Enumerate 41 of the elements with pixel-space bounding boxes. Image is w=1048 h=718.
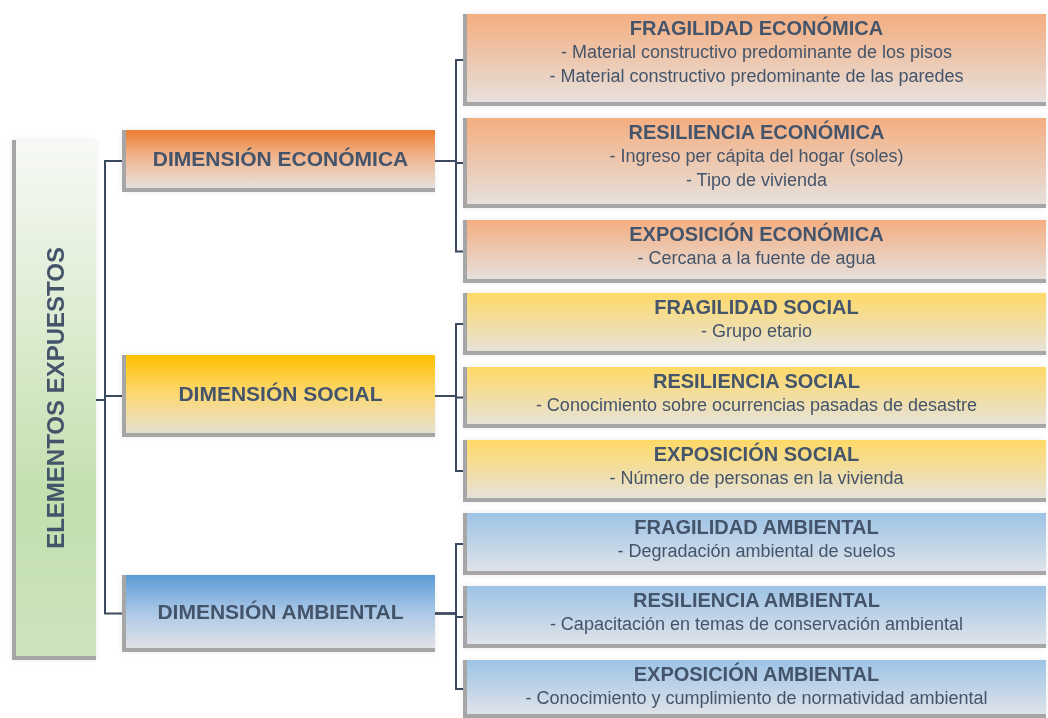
connector-line [434,395,464,472]
indicator-heading: EXPOSICIÓN SOCIAL [653,442,860,466]
indicator-heading: RESILIENCIA SOCIAL [652,369,861,393]
dimension-heading: DIMENSIÓN AMBIENTAL [157,598,404,625]
indicator-heading: RESILIENCIA AMBIENTAL [633,588,880,612]
indicator-item: - Capacitación en temas de conservación ambiental [549,613,964,636]
indicator-item: - Conocimiento y cumplimiento de normatividad ambiental [525,687,988,710]
indicator-item: - Ingreso per cápita del hogar (soles) [609,145,904,168]
indicator-box [463,293,1046,355]
indicator-box [463,660,1046,718]
indicator-item: - Grupo etario [700,320,813,343]
indicator-heading: FRAGILIDAD AMBIENTAL [634,515,879,539]
dimension-heading: DIMENSIÓN SOCIAL [178,381,383,408]
indicator-box [463,440,1046,502]
dimension-box [122,575,435,652]
indicator-item: - Degradación ambiental de suelos [617,540,896,563]
indicator-heading: FRAGILIDAD SOCIAL [654,295,859,319]
indicator-heading: EXPOSICIÓN ECONÓMICA [629,222,884,246]
indicator-item: - Cercana a la fuente de agua [637,247,876,270]
indicator-item: - Número de personas en la vivienda [609,467,904,490]
vertical-heading: ELEMENTOS EXPUESTOS [41,247,70,549]
indicator-item: - Material constructivo predominante de las paredes [549,65,964,88]
indicator-box [463,513,1046,575]
indicator-heading: FRAGILIDAD ECONÓMICA [629,16,884,40]
indicator-item: - Material constructivo predominante de los pisos [560,41,953,64]
dimension-box [122,130,435,192]
indicator-item: - Conocimiento sobre ocurrencias pasadas de desastre [535,394,978,417]
connector-line [434,160,464,253]
dimension-box [122,355,435,437]
indicator-box [463,586,1046,648]
indicator-box [463,14,1046,106]
root-box [12,140,96,660]
indicator-heading: RESILIENCIA ECONÓMICA [628,120,885,144]
indicator-box [463,220,1046,283]
indicator-box [463,118,1046,208]
indicator-box [463,367,1046,428]
dimension-heading: DIMENSIÓN ECONÓMICA [152,146,409,173]
connector-line [95,399,123,615]
indicator-heading: EXPOSICIÓN AMBIENTAL [633,662,880,686]
connector-line [434,612,464,690]
indicator-item: - Tipo de vivienda [685,169,828,192]
